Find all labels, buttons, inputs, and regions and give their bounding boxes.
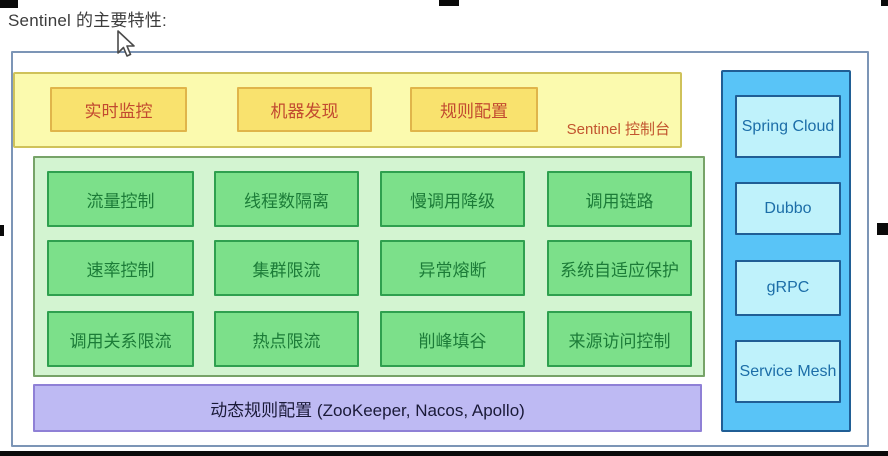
integrations-panel: Spring Cloud Dubbo gRPC Service Mesh bbox=[721, 70, 851, 432]
integration-service-mesh: Service Mesh bbox=[735, 340, 841, 403]
video-artifact-top-right bbox=[881, 0, 888, 6]
video-artifact-top-center bbox=[439, 0, 459, 6]
video-artifact-top-left bbox=[0, 0, 18, 8]
integration-dubbo: Dubbo bbox=[735, 182, 841, 235]
page-title: Sentinel 的主要特性: bbox=[8, 11, 167, 30]
console-panel: 实时监控 机器发现 规则配置 Sentinel 控制台 bbox=[13, 72, 682, 148]
feature-slow-call-degrade: 慢调用降级 bbox=[380, 171, 525, 227]
feature-rate-control: 速率控制 bbox=[47, 240, 194, 296]
feature-relation-flow-control: 调用关系限流 bbox=[47, 311, 194, 367]
console-panel-label: Sentinel 控制台 bbox=[566, 121, 670, 138]
diagram-outer-box: 实时监控 机器发现 规则配置 Sentinel 控制台 流量控制 线程数隔离 慢… bbox=[11, 51, 869, 447]
feature-thread-isolation: 线程数隔离 bbox=[214, 171, 359, 227]
feature-flow-control: 流量控制 bbox=[47, 171, 194, 227]
feature-cluster-flow-control: 集群限流 bbox=[214, 240, 359, 296]
console-rule-config: 规则配置 bbox=[410, 87, 538, 132]
datasource-bar: 动态规则配置 (ZooKeeper, Nacos, Apollo) bbox=[33, 384, 702, 432]
video-artifact-left bbox=[0, 225, 4, 236]
feature-call-chain: 调用链路 bbox=[547, 171, 692, 227]
feature-peak-shaving: 削峰填谷 bbox=[380, 311, 525, 367]
feature-origin-access-control: 来源访问控制 bbox=[547, 311, 692, 367]
feature-system-adaptive-protection: 系统自适应保护 bbox=[547, 240, 692, 296]
video-artifact-bottom-bar bbox=[0, 451, 888, 456]
feature-hotspot-flow-control: 热点限流 bbox=[214, 311, 359, 367]
console-realtime-monitor: 实时监控 bbox=[50, 87, 187, 132]
integration-spring-cloud: Spring Cloud bbox=[735, 95, 841, 158]
integration-grpc: gRPC bbox=[735, 260, 841, 316]
video-artifact-right bbox=[877, 223, 888, 235]
features-panel: 流量控制 线程数隔离 慢调用降级 调用链路 速率控制 集群限流 异常熔断 系统自… bbox=[33, 156, 705, 377]
feature-exception-circuit-break: 异常熔断 bbox=[380, 240, 525, 296]
console-machine-discovery: 机器发现 bbox=[237, 87, 372, 132]
